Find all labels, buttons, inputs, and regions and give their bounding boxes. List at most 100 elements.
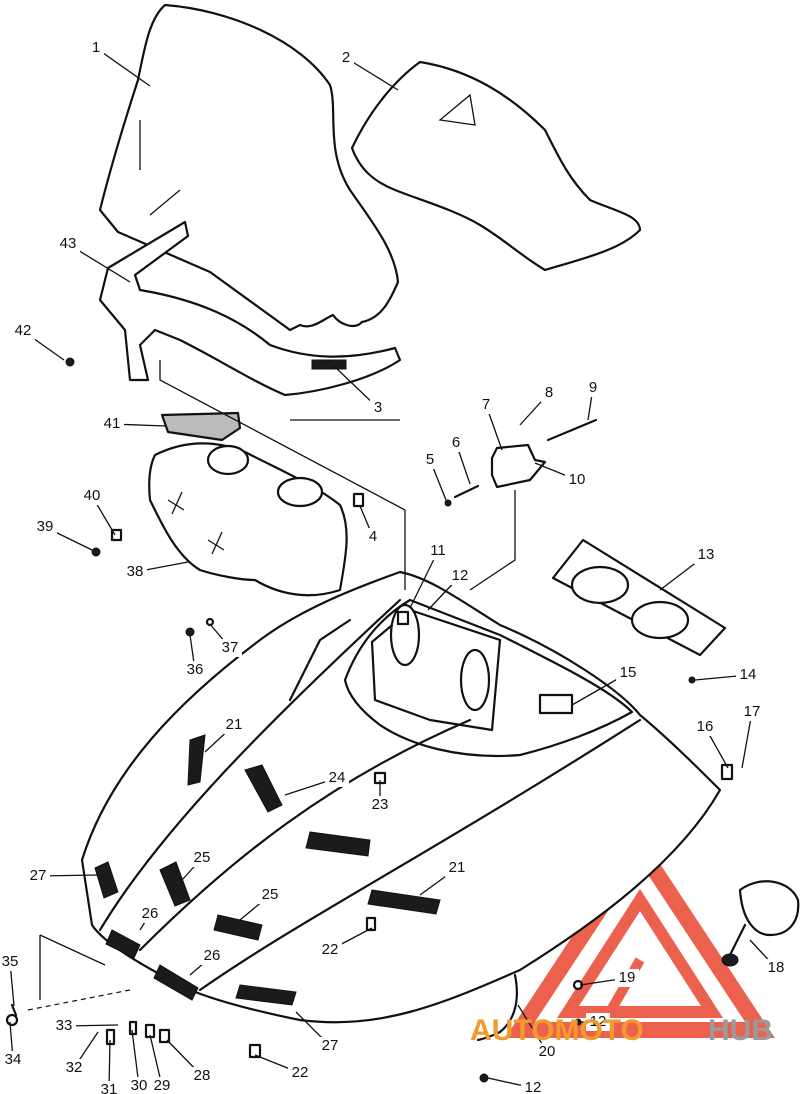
washer-5	[444, 499, 452, 507]
vent-21-right	[367, 889, 441, 915]
callout-label-27a: 27	[30, 867, 47, 884]
windshield-bracket	[98, 220, 402, 397]
trim-emblem	[311, 359, 347, 370]
callout-label-23: 23	[372, 796, 389, 813]
watermark-text: AUTOMOTO HUB	[470, 1014, 773, 1047]
callout-bg-10	[565, 471, 589, 489]
callout-bg-22a	[318, 941, 342, 959]
callout-label-13: 13	[698, 546, 715, 563]
callout-bg-29	[150, 1077, 174, 1094]
leader-line-11	[409, 550, 439, 609]
callout-label-8: 8	[545, 384, 553, 401]
gasket-hole-1	[570, 565, 630, 605]
rivet-14	[688, 676, 696, 684]
callout-label-11: 11	[430, 542, 446, 559]
headlight-lens-left	[206, 444, 250, 476]
callout-bg-2	[338, 49, 354, 67]
callout-bg-21a	[222, 716, 246, 734]
callout-label-30: 30	[131, 1077, 148, 1094]
clip-22b	[248, 1043, 262, 1059]
callout-bg-6	[448, 434, 464, 452]
callout-bg-32	[62, 1059, 86, 1077]
callout-label-38: 38	[127, 563, 144, 580]
callout-bg-38	[123, 563, 147, 581]
callout-bg-14	[736, 666, 760, 684]
callout-label-1: 1	[92, 39, 100, 56]
callout-bg-18	[764, 959, 788, 977]
callout-label-22b: 22	[292, 1064, 309, 1081]
callout-label-10: 10	[569, 471, 586, 488]
assembly-guide-3	[39, 934, 106, 1000]
callout-bg-12b	[586, 1013, 610, 1031]
bolt-35	[10, 1003, 18, 1017]
rod-9	[546, 418, 598, 442]
nut-34	[5, 1013, 19, 1027]
callout-label-26a: 26	[142, 905, 159, 922]
callout-bg-5	[422, 451, 438, 469]
assembly-guide-2	[159, 360, 406, 511]
callout-bg-25b	[258, 886, 282, 904]
vent-26-right	[153, 964, 199, 1001]
callout-label-42: 42	[15, 322, 32, 339]
callout-label-7: 7	[482, 396, 490, 413]
callout-label-20: 20	[539, 1043, 556, 1060]
cover-logo-mark	[438, 93, 476, 126]
callout-label-14: 14	[740, 666, 757, 683]
callout-label-29: 29	[154, 1077, 171, 1094]
callout-label-5: 5	[426, 451, 434, 468]
vent-26-left	[105, 929, 141, 959]
hood-well-hole-2	[459, 648, 491, 712]
callout-label-34: 34	[5, 1051, 22, 1068]
screw-11	[396, 610, 410, 626]
headlight-lens-right	[276, 476, 324, 508]
hood-cover-panel	[350, 60, 642, 272]
callout-bg-20	[535, 1043, 559, 1061]
callout-label-39: 39	[37, 518, 54, 535]
callout-bg-11	[426, 542, 450, 560]
windshield-fold-2	[149, 189, 181, 216]
callout-label-40: 40	[84, 487, 101, 504]
callout-label-3: 3	[374, 399, 382, 416]
hood-ridge-left	[98, 598, 402, 932]
callout-bg-34	[1, 1051, 25, 1069]
headlight-housing	[148, 442, 348, 597]
cable-20	[476, 973, 518, 1042]
callout-bg-40	[80, 487, 104, 505]
callout-label-43: 43	[60, 235, 77, 252]
callout-bg-41	[100, 415, 124, 433]
callout-label-21a: 21	[226, 716, 243, 733]
callout-bg-26b	[200, 947, 224, 965]
mount-bracket	[490, 443, 547, 489]
callout-label-4: 4	[369, 528, 377, 545]
windshield	[98, 3, 400, 332]
watermark-triangle-inner	[557, 888, 723, 1018]
callout-bg-30	[127, 1077, 151, 1094]
callout-label-32: 32	[66, 1059, 83, 1076]
callout-label-9: 9	[589, 379, 597, 396]
callout-label-12c: 12	[525, 1079, 542, 1094]
callout-label-2: 2	[342, 49, 350, 66]
callout-label-36: 36	[187, 661, 204, 678]
callout-label-12b: 12	[590, 1013, 607, 1030]
clip-40	[110, 528, 123, 542]
callout-bg-4	[365, 528, 381, 546]
callout-label-37: 37	[222, 639, 239, 656]
callout-bg-3	[370, 399, 386, 417]
callout-bg-12	[448, 567, 472, 585]
foam-pad	[160, 411, 242, 442]
hood-ridge-right	[198, 718, 642, 992]
watermark-text-hub: HUB	[708, 1014, 773, 1047]
screw-4	[352, 492, 365, 508]
vent-24	[244, 764, 283, 813]
callout-bg-16	[693, 718, 717, 736]
callout-bg-1	[88, 39, 104, 57]
callout-label-18: 18	[768, 959, 785, 976]
callout-label-31: 31	[101, 1081, 118, 1094]
callout-label-27b: 27	[322, 1037, 339, 1054]
screw-42	[65, 357, 75, 367]
vent-27-right	[235, 984, 297, 1006]
callout-bg-31	[97, 1081, 121, 1094]
part-28	[158, 1028, 171, 1044]
